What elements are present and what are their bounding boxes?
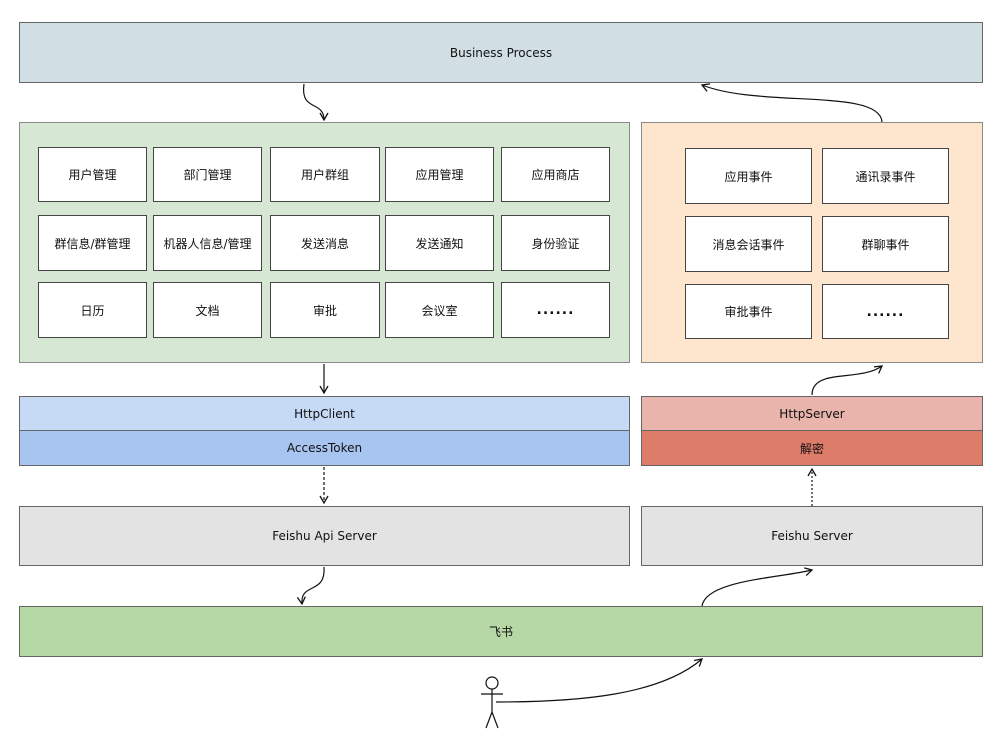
api-item-send-notice: 发送通知 xyxy=(385,215,494,271)
feishu-bar: 飞书 xyxy=(19,606,983,657)
api-item-dept-mgmt: 部门管理 xyxy=(153,147,262,202)
api-item-group-info: 群信息/群管理 xyxy=(38,215,147,271)
api-item-docs: 文档 xyxy=(153,282,262,338)
api-item-send-message: 发送消息 xyxy=(270,215,380,271)
feishu-api-server-box: Feishu Api Server xyxy=(19,506,630,566)
api-item-auth: 身份验证 xyxy=(501,215,610,271)
event-item-approval: 审批事件 xyxy=(685,284,812,339)
http-client-box: HttpClient xyxy=(19,396,630,431)
api-item-app-store: 应用商店 xyxy=(501,147,610,202)
event-item-contacts: 通讯录事件 xyxy=(822,148,949,204)
feishu-server-box: Feishu Server xyxy=(641,506,983,566)
api-item-user-group: 用户群组 xyxy=(270,147,380,202)
user-actor-icon xyxy=(481,676,503,729)
http-server-box: HttpServer xyxy=(641,396,983,431)
event-item-app: 应用事件 xyxy=(685,148,812,204)
event-item-message: 消息会话事件 xyxy=(685,216,812,272)
event-item-group-chat: 群聊事件 xyxy=(822,216,949,272)
business-process-bar: Business Process xyxy=(19,22,983,83)
api-item-more: ...... xyxy=(501,282,610,338)
arrow-feishu-to-server xyxy=(701,567,814,607)
arrow-actor-to-feishu xyxy=(495,658,703,703)
business-process-label: Business Process xyxy=(449,45,553,60)
event-item-more: ...... xyxy=(822,284,949,339)
arrow-business-to-api xyxy=(303,83,329,122)
arrow-httpserver-to-events xyxy=(811,365,884,396)
api-item-user-mgmt: 用户管理 xyxy=(38,147,147,202)
arrow-events-to-business xyxy=(700,83,883,123)
api-item-calendar: 日历 xyxy=(38,282,147,338)
api-item-meeting-room: 会议室 xyxy=(385,282,494,338)
arrow-apiserver-to-feishu xyxy=(296,566,325,606)
access-token-box: AccessToken xyxy=(19,430,630,466)
api-item-app-mgmt: 应用管理 xyxy=(385,147,494,202)
api-item-bot-info: 机器人信息/管理 xyxy=(153,215,262,271)
api-item-approval: 审批 xyxy=(270,282,380,338)
decrypt-box: 解密 xyxy=(641,430,983,466)
